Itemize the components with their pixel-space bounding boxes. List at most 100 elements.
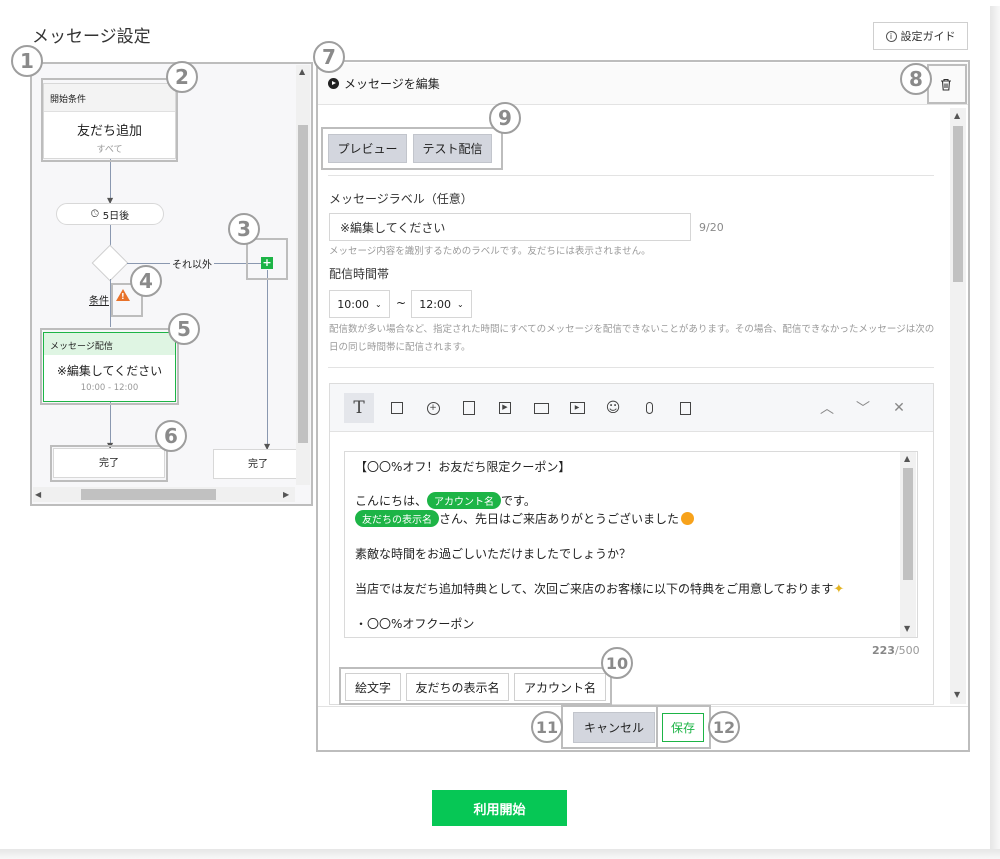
editor-scrollbar[interactable]: ▲ ▼ bbox=[950, 108, 966, 704]
setup-guide-button[interactable]: i 設定ガイド bbox=[873, 22, 968, 50]
callout-badge: 6 bbox=[155, 420, 187, 452]
time-from-value: 10:00 bbox=[337, 297, 369, 311]
scroll-up-icon[interactable]: ▲ bbox=[904, 454, 911, 463]
scroll-down-icon[interactable]: ▼ bbox=[904, 624, 911, 633]
callout-badge: 9 bbox=[489, 102, 521, 134]
delete-button[interactable] bbox=[928, 66, 964, 102]
info-icon: i bbox=[885, 30, 897, 42]
save-button[interactable]: 保存 bbox=[662, 713, 704, 742]
start-condition-sub: すべて bbox=[96, 145, 123, 155]
done-node-left[interactable]: 完了 bbox=[53, 448, 165, 478]
callout-badge: 10 bbox=[601, 647, 633, 679]
connector bbox=[110, 225, 111, 247]
editor-title: メッセージを編集 bbox=[328, 75, 440, 92]
message-line: ・〇〇%オフクーポン bbox=[355, 617, 475, 631]
account-name-tag[interactable]: アカウント名 bbox=[427, 492, 502, 509]
editor-scrollbar-thumb[interactable] bbox=[953, 126, 963, 282]
textarea-scrollbar[interactable]: ▲ ▼ bbox=[900, 452, 916, 637]
callout-badge: 7 bbox=[313, 41, 345, 73]
scroll-up-icon[interactable]: ▲ bbox=[299, 67, 306, 76]
flow-vertical-scrollbar[interactable]: ▲ bbox=[296, 65, 310, 485]
richvideo-icon[interactable]: ▶ bbox=[562, 393, 592, 423]
move-down-icon[interactable]: ﹀ bbox=[856, 401, 870, 417]
message-text: です。 bbox=[501, 494, 536, 508]
trash-icon bbox=[941, 78, 951, 91]
friend-name-tag[interactable]: 友だちの表示名 bbox=[355, 510, 439, 527]
time-to-value: 12:00 bbox=[419, 297, 451, 311]
scroll-down-icon[interactable]: ▼ bbox=[954, 690, 961, 699]
emoji-icon[interactable]: ☺ bbox=[605, 400, 621, 416]
else-label: それ以外 bbox=[170, 256, 214, 271]
flow-vertical-scrollbar-thumb[interactable] bbox=[298, 125, 308, 443]
message-text: さん、先日はご来店ありがとうございました bbox=[439, 512, 680, 526]
move-up-icon[interactable]: ︿ bbox=[820, 401, 834, 417]
clipboard-icon[interactable] bbox=[670, 393, 700, 423]
sticker-icon[interactable]: + bbox=[418, 393, 448, 423]
time-from-select[interactable]: 10:00 ⌄ bbox=[329, 290, 390, 318]
page-shadow-bottom bbox=[0, 849, 1000, 859]
character-count: 223/500 bbox=[872, 644, 920, 657]
delay-label: 5日後 bbox=[102, 210, 130, 222]
richmessage-icon[interactable] bbox=[526, 393, 556, 423]
message-label-input[interactable]: ※編集してください bbox=[329, 213, 691, 241]
text-icon[interactable]: T bbox=[344, 393, 374, 423]
callout-badge: 5 bbox=[168, 313, 200, 345]
insert-emoji-button[interactable]: 絵文字 bbox=[345, 673, 401, 701]
add-branch-button[interactable]: + bbox=[261, 256, 273, 269]
time-separator: ~ bbox=[396, 296, 407, 310]
close-icon[interactable]: ✕ bbox=[893, 400, 905, 416]
preview-button[interactable]: プレビュー bbox=[328, 134, 407, 163]
message-label-value: ※編集してください bbox=[340, 220, 446, 235]
condition-label[interactable]: 条件 bbox=[89, 292, 109, 307]
start-condition-node[interactable]: 開始条件 友だち追加 すべて bbox=[43, 83, 176, 159]
connector bbox=[267, 270, 268, 450]
scroll-up-icon[interactable]: ▲ bbox=[954, 111, 961, 120]
cancel-button[interactable]: キャンセル bbox=[573, 712, 655, 743]
message-delivery-title: ※編集してください bbox=[56, 364, 163, 378]
scroll-left-icon[interactable]: ◀ bbox=[35, 490, 42, 499]
flow-horizontal-scrollbar[interactable]: ◀ ▶ bbox=[33, 487, 295, 502]
test-send-button[interactable]: テスト配信 bbox=[413, 134, 492, 163]
flow-horizontal-scrollbar-thumb[interactable] bbox=[81, 489, 216, 500]
card-icon[interactable] bbox=[454, 393, 484, 423]
clock-icon: 🕓︎ bbox=[90, 208, 99, 220]
chevron-down-icon: ⌄ bbox=[457, 299, 464, 309]
message-label-hint: メッセージ内容を識別するためのラベルです。友だちには表示されません。 bbox=[329, 246, 651, 257]
done-node-left-label: 完了 bbox=[99, 458, 119, 469]
delivery-time-hint-1: 配信数が多い場合など、指定された時間にすべてのメッセージを配信できないことがあり… bbox=[329, 324, 935, 335]
character-count-max: /500 bbox=[894, 644, 920, 657]
insert-friend-name-button[interactable]: 友だちの表示名 bbox=[406, 673, 509, 701]
message-delivery-node[interactable]: メッセージ配信 ※編集してください 10:00 - 12:00 bbox=[43, 332, 176, 402]
connector bbox=[110, 159, 111, 203]
callout-badge: 8 bbox=[900, 63, 932, 95]
warning-icon[interactable] bbox=[116, 289, 130, 301]
message-line: こんにちは、アカウント名です。 bbox=[355, 492, 536, 509]
message-text: 当店では友だち追加特典として、次回ご来店のお客様に以下の特典をご用意しております bbox=[355, 582, 834, 596]
microphone-icon[interactable] bbox=[634, 393, 664, 423]
message-textarea[interactable] bbox=[344, 451, 918, 638]
time-to-select[interactable]: 12:00 ⌄ bbox=[411, 290, 472, 318]
start-using-button[interactable]: 利用開始 bbox=[432, 790, 567, 826]
insert-account-name-button[interactable]: アカウント名 bbox=[514, 673, 606, 701]
image-icon[interactable] bbox=[382, 393, 412, 423]
message-text: こんにちは、 bbox=[355, 494, 428, 508]
delivery-time-heading: 配信時間帯 bbox=[329, 267, 390, 281]
connector bbox=[110, 279, 111, 327]
scroll-right-icon[interactable]: ▶ bbox=[283, 490, 290, 499]
textarea-scrollbar-thumb[interactable] bbox=[903, 468, 913, 580]
message-line: 友だちの表示名さん、先日はご来店ありがとうございました bbox=[355, 510, 695, 527]
setup-guide-label: 設定ガイド bbox=[900, 30, 956, 43]
arrow-down-icon: ▼ bbox=[264, 442, 271, 451]
play-icon bbox=[328, 78, 339, 89]
callout-badge: 11 bbox=[531, 711, 563, 743]
callout-badge: 2 bbox=[166, 61, 198, 93]
delay-node[interactable]: 🕓︎ 5日後 bbox=[56, 203, 164, 225]
delivery-time-hint-2: 日の同じ時間帯に配信されます。 bbox=[329, 342, 471, 353]
callout-badge: 1 bbox=[11, 45, 43, 77]
message-label-count: 9/20 bbox=[699, 221, 724, 234]
done-node-right[interactable]: 完了 bbox=[213, 449, 303, 479]
editor-header bbox=[318, 63, 968, 105]
start-condition-title: 友だち追加 bbox=[76, 124, 142, 139]
video-icon[interactable]: ▶ bbox=[490, 393, 520, 423]
warning-icon-mark: ! bbox=[121, 292, 125, 301]
